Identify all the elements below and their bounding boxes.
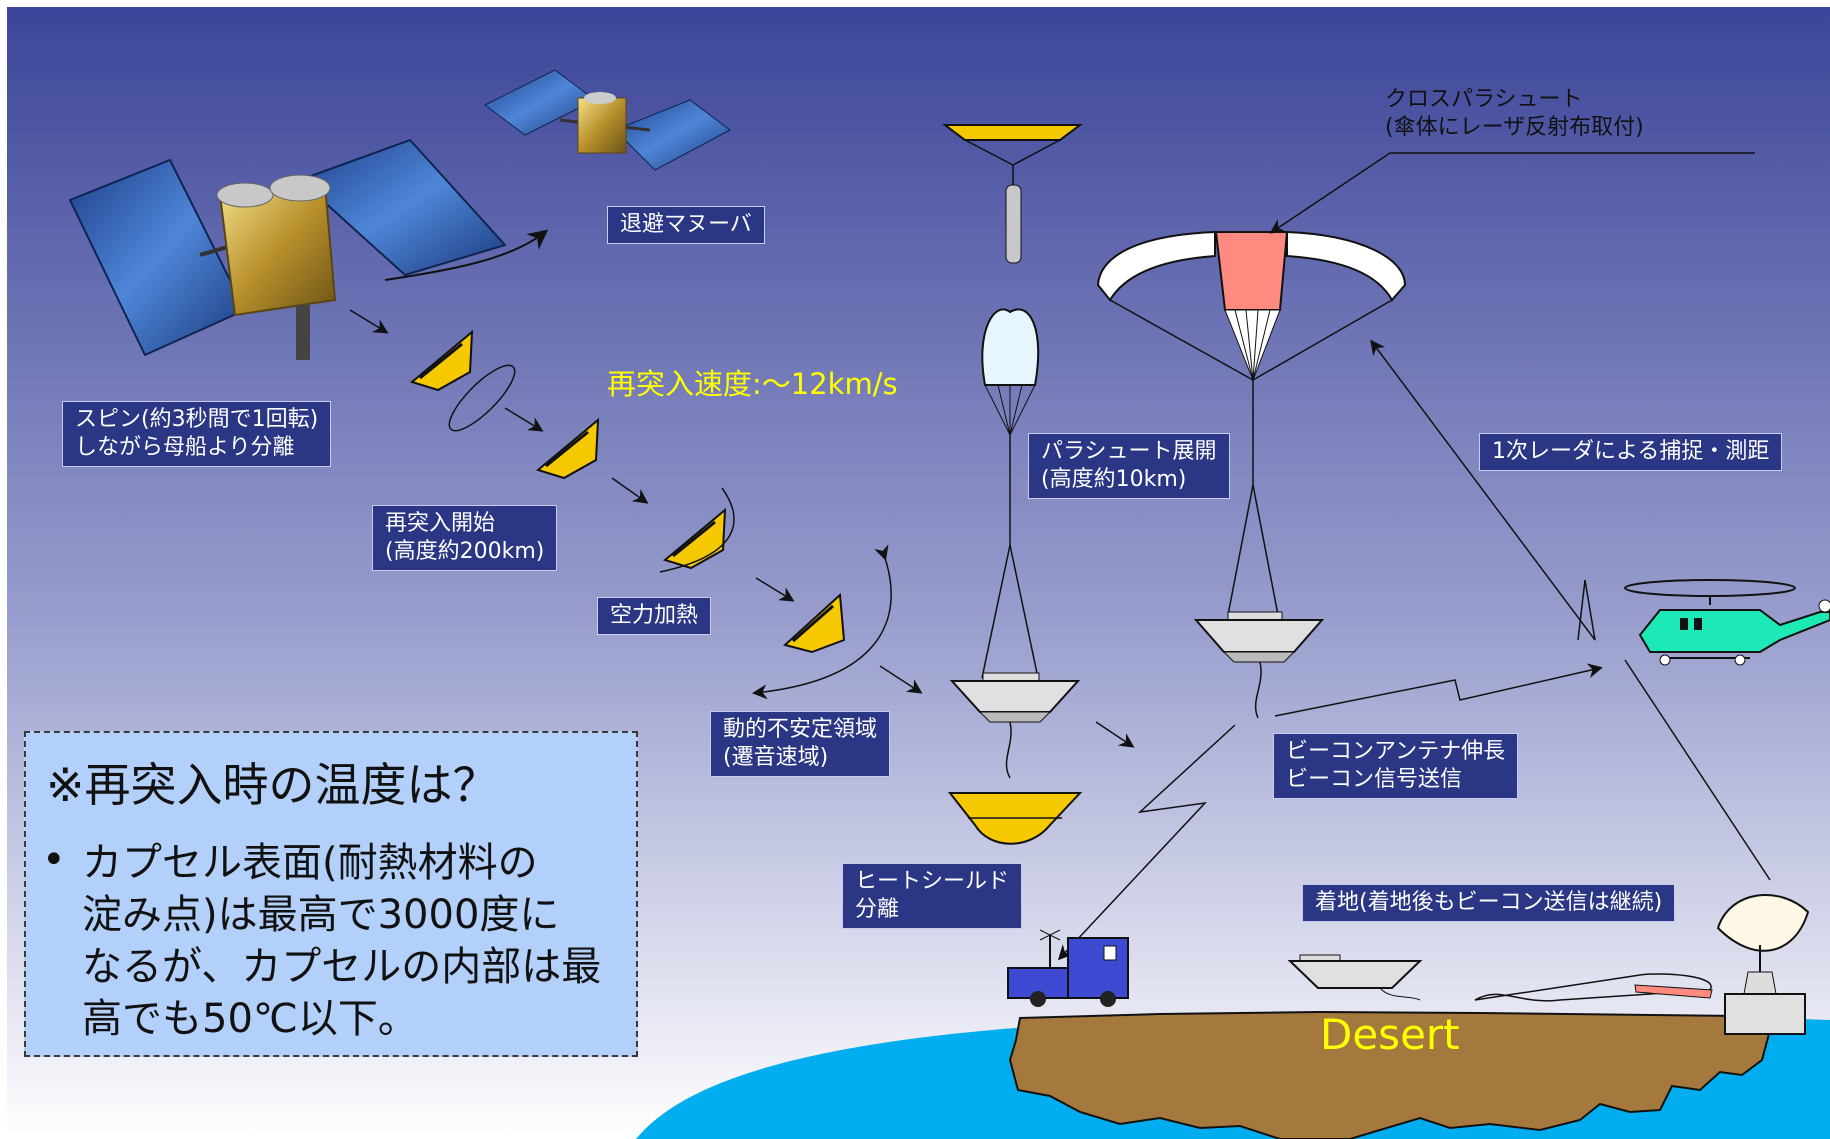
drogue-chute-icon: [942, 124, 1083, 264]
note-body: カプセル表面(耐熱材料の 淀み点)は最高で3000度に なるが、カプセルの内部は…: [82, 840, 602, 1042]
label-aero-heating: 空力加熱: [597, 597, 712, 635]
temperature-note: ※再突入時の温度は？ • カプセル表面(耐熱材料の 淀み点)は最高で3000度に…: [24, 731, 638, 1057]
label-landing: 着地(着地後もビーコン送信は継続): [1302, 884, 1676, 922]
cross-parachute-icon: [1474, 973, 1713, 1002]
truck-icon: [1007, 929, 1129, 1007]
radar-dish-icon: [1716, 893, 1810, 1035]
label-separation: スピン(約3秒間で1回転) しながら母船より分離: [62, 401, 332, 467]
satellite-icon: [68, 138, 507, 360]
label-radar: 1次レーダによる捕捉・測距: [1479, 433, 1783, 471]
capsule-icon: [1193, 611, 1325, 719]
capsule-icon: [535, 417, 600, 480]
capsule-icon: [1287, 954, 1423, 1001]
capsule-icon: [409, 329, 474, 392]
label-dynamic-unstable: 動的不安定領域 (遷音速域): [710, 711, 891, 777]
note-title: ※再突入時の温度は？: [46, 758, 499, 812]
reentry-speed: 再突入速度:～12km/s: [607, 367, 898, 401]
label-heat-shield: ヒートシールド 分離: [842, 863, 1023, 929]
helicopter-icon: [1624, 579, 1830, 666]
desert-label: Desert: [1320, 1010, 1460, 1059]
label-parachute-deploy: パラシュート展開 (高度約10km): [1028, 433, 1230, 499]
cross-parachute-label: クロスパラシュート (傘体にレーザ反射布取付): [1385, 87, 1644, 140]
label-evacuation: 退避マヌーバ: [607, 206, 765, 244]
heat-shield-icon: [947, 792, 1083, 845]
capsule-icon: [949, 672, 1081, 779]
label-reentry-start: 再突入開始 (高度約200km): [372, 505, 558, 571]
label-beacon: ビーコンアンテナ伸長 ビーコン信号送信: [1273, 733, 1519, 799]
cross-parachute-icon: [1096, 230, 1407, 616]
note-bullet: •: [42, 837, 66, 883]
satellite-icon: [484, 69, 731, 171]
drogue-chute-icon: [981, 308, 1040, 679]
